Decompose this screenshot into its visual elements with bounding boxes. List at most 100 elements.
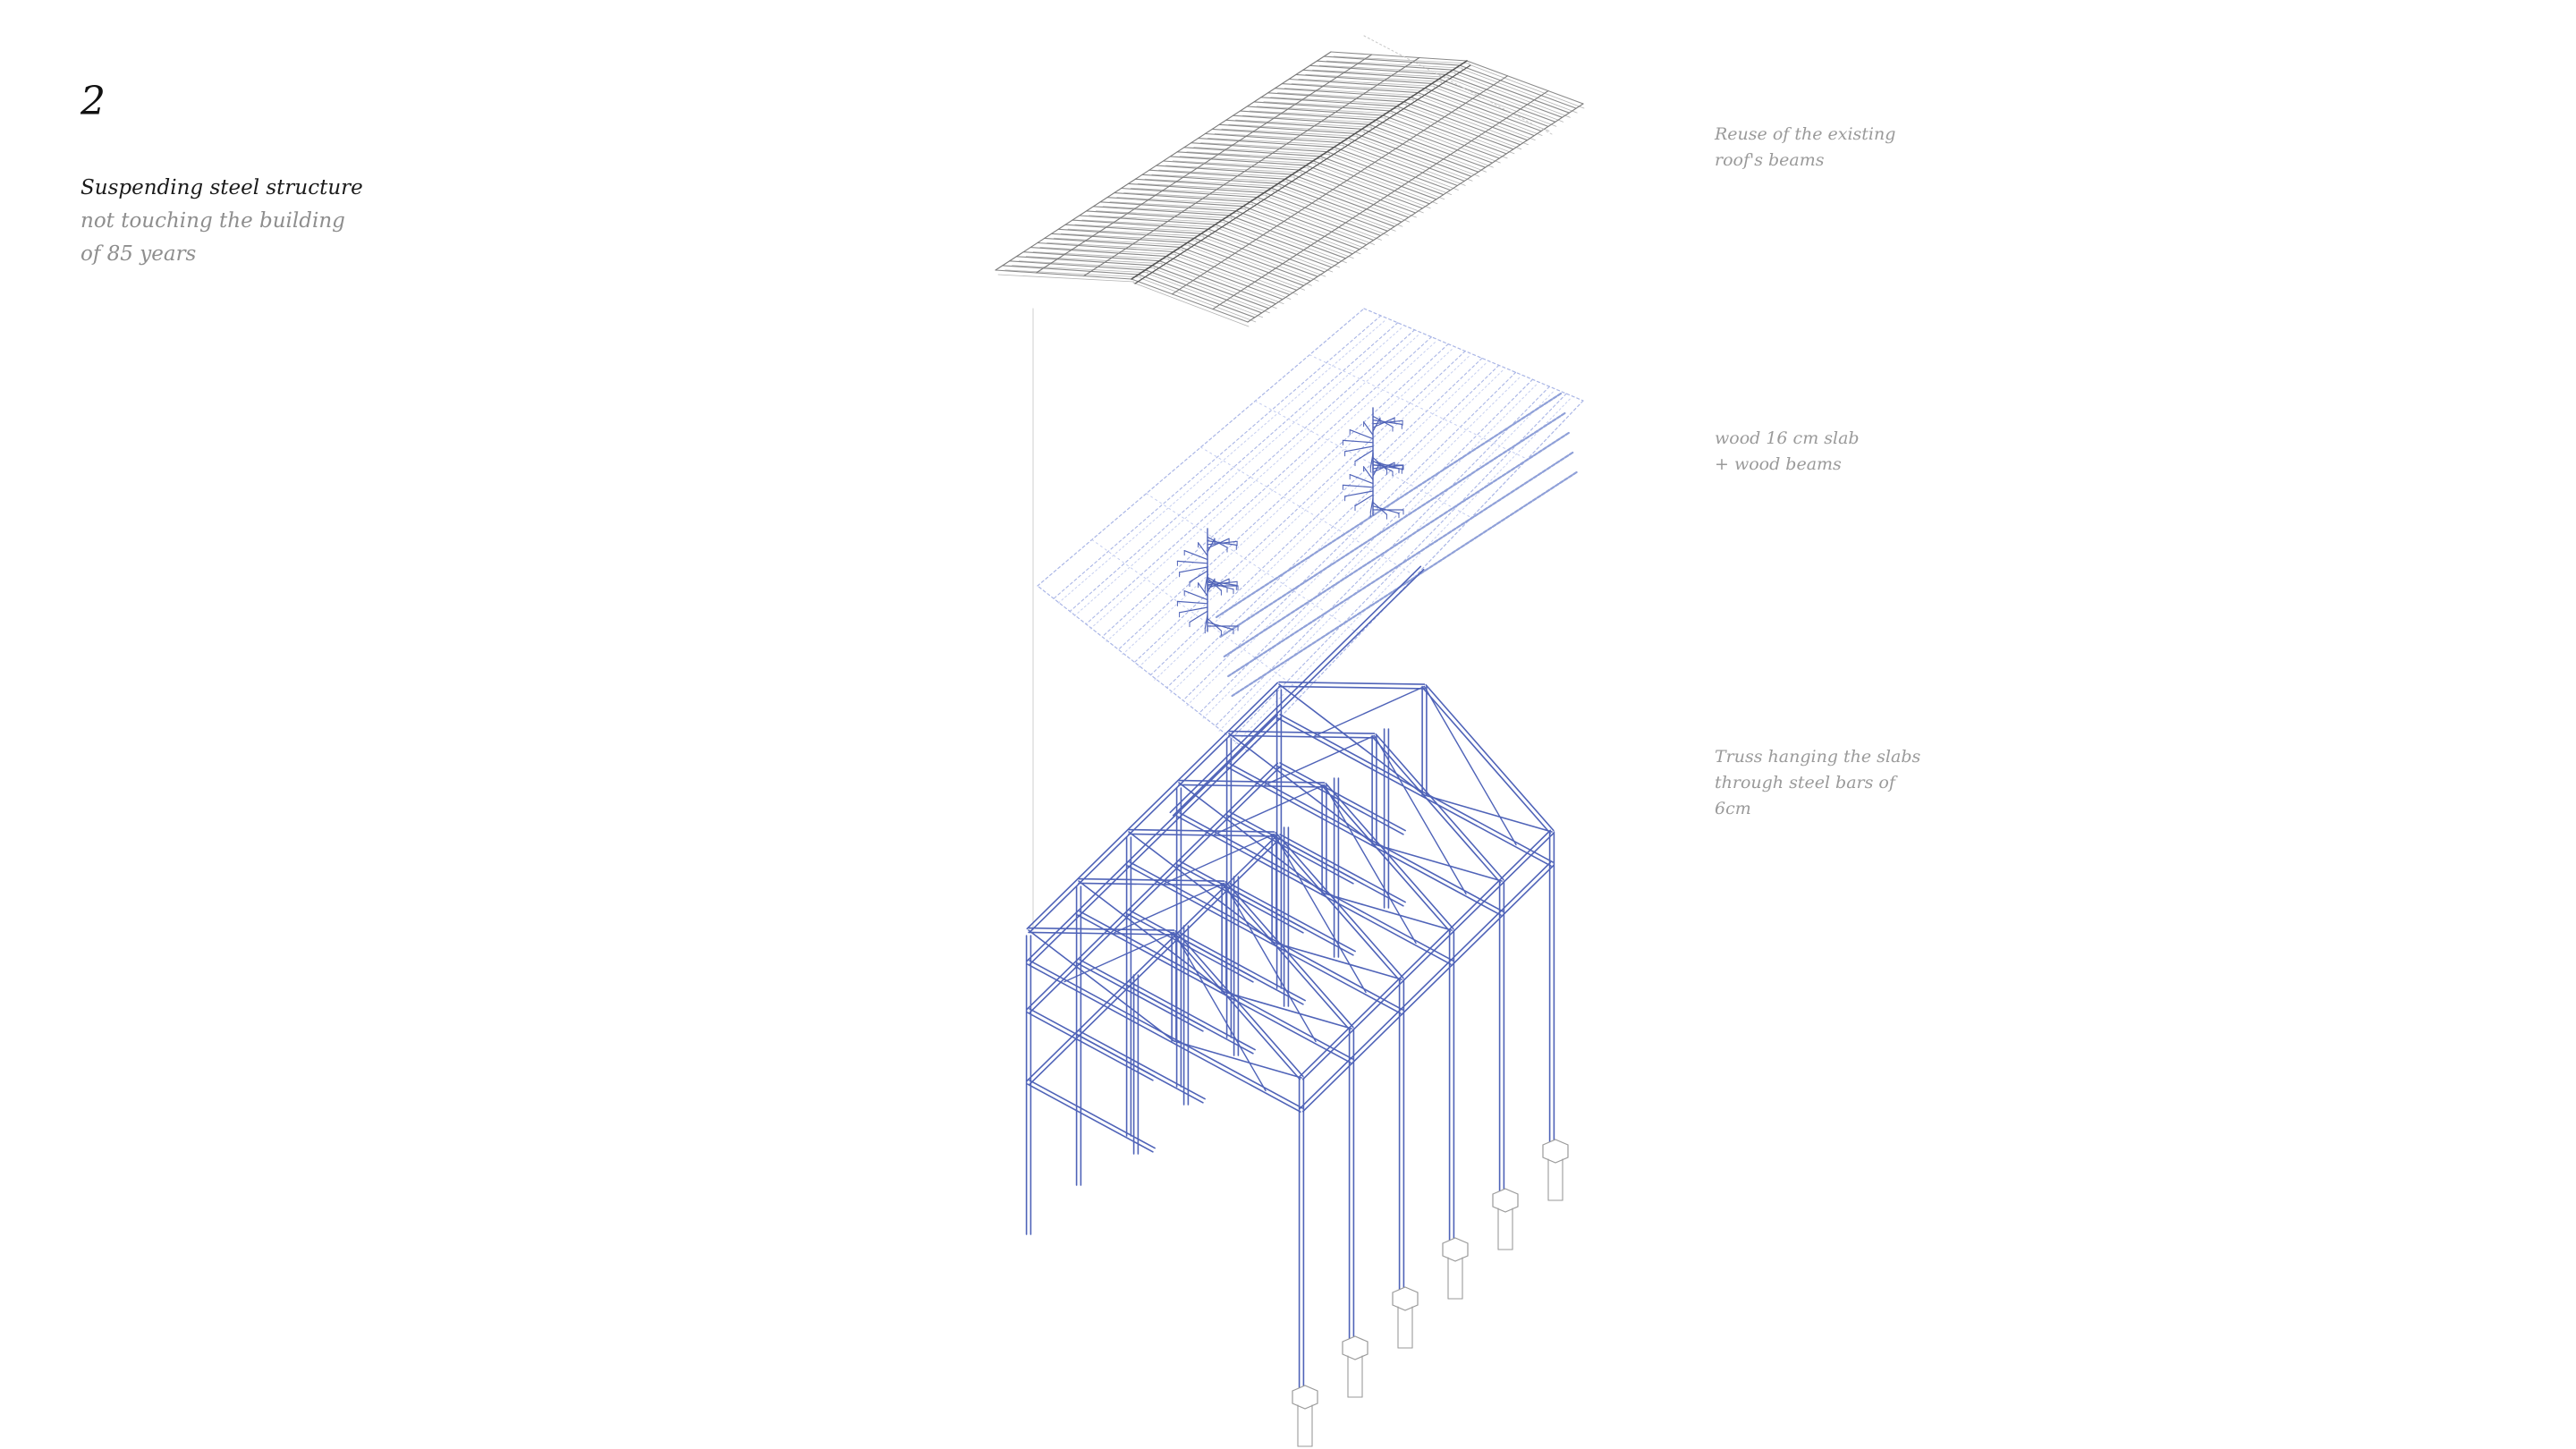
roof-rafter: [1158, 169, 1296, 178]
spiral-stair-lower: [1197, 542, 1208, 557]
steel-hanger-beam: [1077, 962, 1204, 1032]
roof-rafter: [1433, 87, 1550, 131]
roof-rafter: [1384, 118, 1501, 164]
roof-rafter: [1127, 182, 1265, 193]
roof-rafter: [1044, 237, 1182, 248]
roof-rafter: [1198, 138, 1335, 148]
roof-rafter: [1004, 269, 1142, 278]
annotation-roof-line-1: Reuse of the existing: [1715, 124, 1896, 144]
steel-rafter: [1178, 784, 1326, 788]
roof-rafter: [1186, 151, 1324, 160]
roof-purlin: [1171, 75, 1509, 295]
roof-rafter: [1012, 265, 1148, 274]
title-block: Suspending steel structure not touching …: [80, 172, 402, 271]
roof-rafter: [1314, 164, 1431, 209]
steel-diagonal: [1028, 929, 1175, 1042]
steel-hanger-beam: [1277, 766, 1404, 835]
steel-rafter: [1224, 881, 1354, 1029]
roof-rafter: [1356, 136, 1473, 182]
concrete-footing: [1542, 1139, 1569, 1164]
roof-rafter: [1258, 200, 1375, 245]
roof-rafter: [1099, 201, 1237, 212]
roof-rafter: [1305, 73, 1443, 82]
spiral-stair-upper: [1372, 419, 1402, 425]
roof-rafter: [1279, 186, 1396, 232]
roof-rafter: [1440, 81, 1557, 127]
roof-ridge-beam: [1134, 64, 1471, 284]
roof-rafter: [1330, 51, 1468, 62]
steel-rafter: [1425, 684, 1555, 832]
roof-rafter: [1123, 192, 1260, 200]
roof-rafter: [1002, 265, 1140, 275]
roof-rafter: [1426, 91, 1543, 136]
steel-longitudinal-beam: [1029, 716, 1282, 965]
roof-rafter: [1461, 68, 1578, 114]
spiral-stair-upper: [1349, 473, 1374, 485]
roof-rafter: [1257, 196, 1375, 242]
roof-rafter: [995, 269, 1132, 280]
roof-rafter: [1312, 160, 1430, 205]
steel-rafter: [1078, 877, 1225, 882]
steel-truss-layer: [1025, 565, 1569, 1447]
roof-rafter: [1363, 131, 1480, 177]
roof-rafter: [1334, 147, 1452, 191]
roof-rafter: [1116, 197, 1254, 206]
roof-purlin: [1083, 56, 1420, 277]
concrete-footing: [1492, 1188, 1519, 1213]
steel-rafter: [1371, 736, 1501, 884]
steel-hanger-beam: [1129, 981, 1256, 1051]
steel-rafter: [1028, 927, 1175, 931]
steel-longitudinal-beam: [1026, 714, 1279, 962]
roof-rafter: [1263, 101, 1401, 110]
roof-rafter: [1060, 233, 1198, 242]
roof-rafter: [1092, 206, 1230, 216]
roof-rafter: [1208, 228, 1326, 273]
roof-rafter: [1298, 169, 1417, 214]
steel-rafter: [1271, 835, 1401, 982]
roof-rafter: [1228, 123, 1366, 132]
steel-diagonal: [1128, 831, 1275, 944]
slab-joist: [1254, 400, 1472, 519]
steel-diagonal: [1173, 931, 1267, 1092]
roof-rafter: [1179, 156, 1317, 165]
roof-rafter: [1253, 101, 1391, 112]
roof-rafter: [1301, 173, 1417, 218]
spiral-stair-upper: [1372, 460, 1394, 472]
steel-tie-beam: [1227, 767, 1502, 916]
roof-rafter: [1144, 178, 1282, 187]
steel-diagonal: [1114, 882, 1225, 934]
roof-rafter: [1216, 227, 1334, 273]
annotation-slab-line-2: + wood beams: [1715, 454, 1842, 474]
roof-rafter: [1209, 232, 1326, 277]
title-sub-line-1: not touching the building: [80, 209, 345, 233]
roof-rafter: [1221, 128, 1359, 137]
roof-rafter: [1239, 110, 1377, 121]
roof-rafter: [1158, 260, 1276, 305]
roof-rafter: [1284, 178, 1402, 223]
steel-diagonal: [1223, 991, 1352, 1030]
roof-rafter: [1354, 132, 1472, 177]
roof-rafter: [1244, 209, 1361, 255]
roof-purlin: [1212, 90, 1549, 310]
roof-outline: [1363, 35, 1553, 135]
roof-rafter: [1148, 169, 1286, 180]
steel-hanger-beam: [1227, 815, 1354, 885]
roof-rafter: [1214, 132, 1352, 141]
roof-rafter: [1173, 250, 1291, 296]
roof-rafter: [1431, 82, 1549, 127]
roof-ridge-beam: [1131, 60, 1468, 280]
spiral-stair-upper: [1372, 501, 1388, 515]
annotation-slab: wood 16 cm slab + wood beams: [1715, 426, 2001, 478]
spiral-stair-upper: [1349, 429, 1374, 440]
steel-diagonal: [1173, 1040, 1302, 1079]
roof-rafter: [1131, 278, 1249, 323]
steel-diagonal: [1314, 685, 1426, 737]
steel-longitudinal-beam: [1299, 829, 1552, 1078]
roof-rafter: [1160, 264, 1277, 309]
roof-rafter: [1225, 119, 1363, 130]
roof-rafter: [1445, 73, 1563, 118]
roof-rafter: [1176, 151, 1314, 162]
roof-rafter: [1189, 245, 1305, 291]
roof-rafter: [1235, 119, 1372, 128]
spiral-stair-upper: [1354, 494, 1374, 507]
